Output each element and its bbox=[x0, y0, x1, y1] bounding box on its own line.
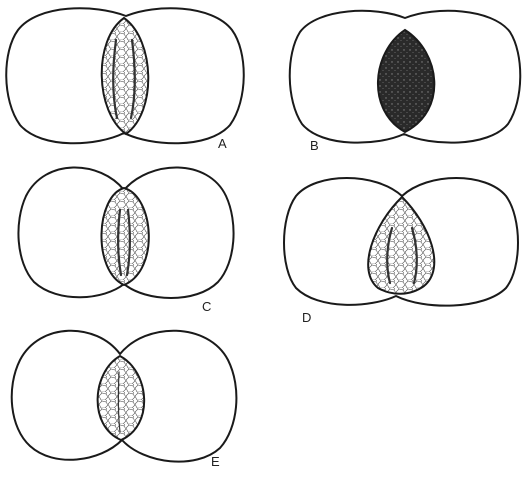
panel-e: E bbox=[12, 331, 237, 469]
panel-a: A bbox=[6, 8, 244, 151]
panel-a-lens bbox=[102, 18, 149, 134]
panel-a-label: A bbox=[218, 136, 227, 151]
panel-c-label: C bbox=[202, 299, 211, 314]
panel-d: D bbox=[284, 178, 518, 325]
panel-c-lens bbox=[101, 188, 148, 285]
panel-c: C bbox=[18, 167, 233, 314]
panel-b-label: B bbox=[310, 138, 319, 153]
panel-e-lens bbox=[98, 356, 145, 440]
panel-b-lens bbox=[378, 30, 434, 132]
panel-d-label: D bbox=[302, 310, 311, 325]
panel-d-lens bbox=[368, 197, 434, 294]
panel-e-label: E bbox=[211, 454, 220, 469]
panel-b: B bbox=[290, 11, 521, 153]
